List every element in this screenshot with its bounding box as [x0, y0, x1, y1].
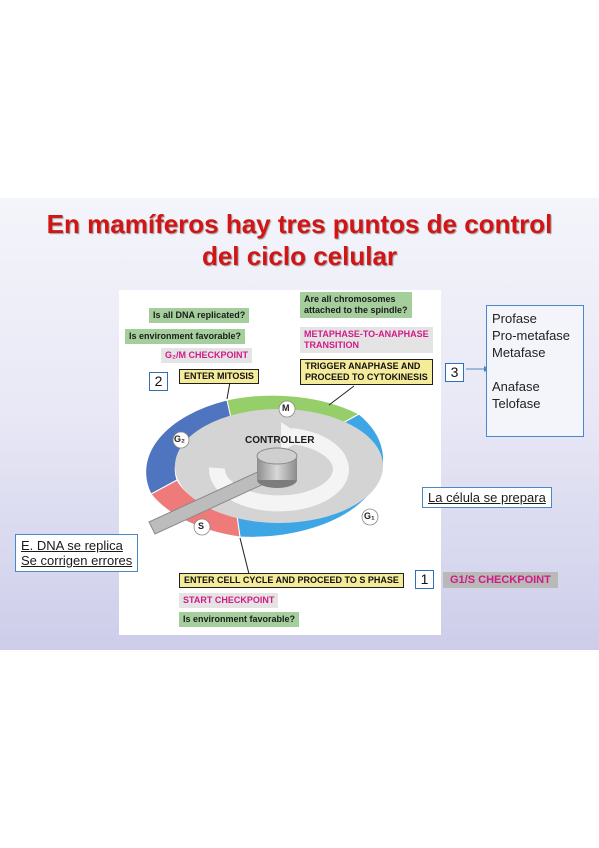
trigger-anaphase-line-2: PROCEED TO CYTOKINESIS — [305, 372, 428, 382]
question-chromosomes-line-1: Are all chromosomes — [304, 294, 396, 304]
enter-cell-cycle-box: ENTER CELL CYCLE AND PROCEED TO S PHASE — [179, 573, 404, 588]
question-chromosomes-line-2: attached to the spindle? — [304, 305, 408, 315]
phase-s-label: S — [198, 521, 205, 531]
title-line-1: En mamíferos hay tres puntos de control — [46, 209, 553, 239]
question-dna-replicated: Is all DNA replicated? — [149, 308, 250, 323]
note-cell-prepares: La célula se prepara — [422, 487, 552, 508]
note-dna-replicates: E. DNA se replica Se corrigen errores — [15, 534, 139, 572]
g2m-checkpoint-label: G₂/M CHECKPOINT — [161, 348, 252, 363]
phase-item: Metafase — [492, 345, 546, 360]
checkpoint-number-3: 3 — [445, 363, 464, 382]
phase-item: Profase — [492, 311, 537, 326]
metaphase-anaphase-line-1: METAPHASE-TO-ANAPHASE — [304, 329, 429, 339]
controller-hub — [256, 447, 298, 465]
trigger-anaphase-box: TRIGGER ANAPHASE AND PROCEED TO CYTOKINE… — [300, 359, 433, 385]
phase-m-label: M — [282, 403, 290, 413]
checkpoint-number-2: 2 — [149, 372, 168, 391]
phase-item: Telofase — [492, 396, 541, 411]
note-dna-line-1: E. DNA se replica — [21, 538, 123, 553]
question-environment-favorable-bottom: Is environment favorable? — [179, 612, 300, 627]
cell-cycle-figure: M G₂ S G₁ CONTROLLER Is all DNA replicat… — [119, 290, 441, 635]
inner-arrow-head — [281, 422, 305, 452]
metaphase-anaphase-line-2: TRANSITION — [304, 340, 359, 350]
g1s-checkpoint-label: G1/S CHECKPOINT — [443, 572, 558, 588]
question-chromosomes-attached: Are all chromosomes attached to the spin… — [300, 292, 412, 318]
cell-cycle-wheel — [145, 381, 385, 575]
start-checkpoint-label: START CHECKPOINT — [179, 593, 279, 608]
slide-title: En mamíferos hay tres puntos de control … — [0, 208, 599, 272]
phase-item: Anafase — [492, 379, 540, 394]
controller-label: CONTROLLER — [245, 435, 315, 446]
phase-item: Pro-metafase — [492, 328, 571, 343]
phase-m-circle — [278, 400, 296, 418]
phase-g2-label: G₂ — [174, 434, 185, 444]
enter-mitosis-box: ENTER MITOSIS — [179, 369, 259, 384]
question-environment-favorable-top: Is environment favorable? — [125, 329, 246, 344]
trigger-anaphase-line-1: TRIGGER ANAPHASE AND — [305, 361, 421, 371]
slide: En mamíferos hay tres puntos de control … — [0, 198, 599, 650]
note-cell-prepares-text: La célula se prepara — [428, 490, 546, 505]
phase-s-circle — [193, 518, 211, 536]
phase-g2-circle — [172, 431, 190, 449]
metaphase-anaphase-transition: METAPHASE-TO-ANAPHASE TRANSITION — [300, 327, 433, 353]
phase-g1-circle — [361, 508, 379, 526]
phase-g1-label: G₁ — [364, 511, 375, 521]
mitosis-phases-list: Profase Pro-metafase Metafase Anafase Te… — [486, 305, 584, 437]
phase-item-spacer — [492, 361, 583, 378]
note-dna-line-2: Se corrigen errores — [21, 553, 133, 568]
title-line-2: del ciclo celular — [201, 241, 398, 271]
checkpoint-number-1: 1 — [415, 570, 434, 589]
